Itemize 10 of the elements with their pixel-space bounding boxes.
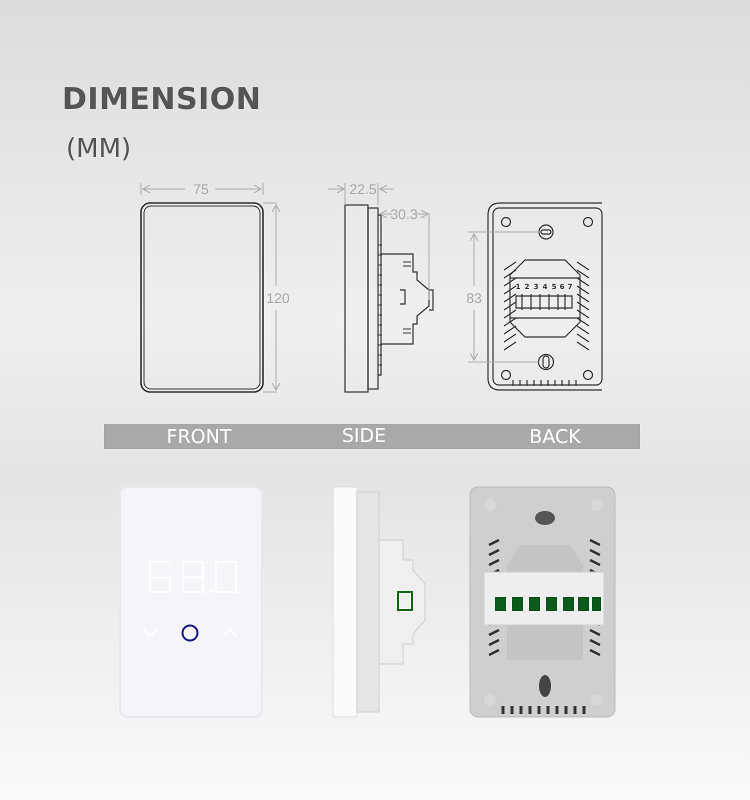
page-title: DIMENSION — [62, 82, 262, 117]
view-label: SIDE — [340, 425, 388, 447]
dimension-value: 120 — [265, 291, 291, 305]
dimension-value: 83 — [465, 291, 483, 305]
dimension-value: 30.3 — [389, 207, 419, 221]
unit-label: (MM) — [66, 134, 132, 164]
view-label: FRONT — [166, 426, 232, 448]
dimension-value: 75 — [192, 182, 210, 196]
view-label: BACK — [528, 426, 582, 448]
dimension-value: 22.5 — [348, 182, 378, 196]
